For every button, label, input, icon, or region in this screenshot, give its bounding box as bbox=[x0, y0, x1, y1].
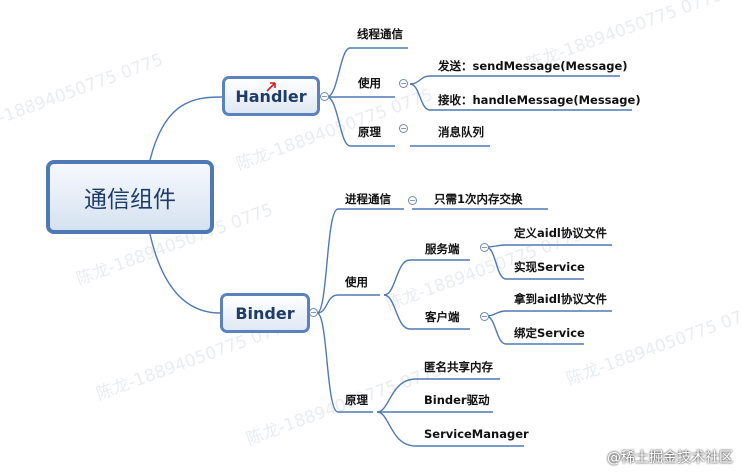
collapse-icon[interactable]: − bbox=[480, 243, 489, 252]
binder-client-label[interactable]: 客户端 bbox=[425, 310, 460, 324]
root-node[interactable]: 通信组件 bbox=[46, 160, 214, 234]
site-watermark: @稀土掘金技术社区 bbox=[607, 450, 733, 466]
binder-bind-service-label[interactable]: 绑定Service bbox=[514, 326, 585, 340]
binder-shm-label[interactable]: 匿名共享内存 bbox=[424, 360, 493, 374]
binder-define-aidl-label[interactable]: 定义aidl协议文件 bbox=[514, 226, 607, 240]
collapse-icon[interactable]: − bbox=[309, 308, 318, 317]
handler-use-label[interactable]: 使用 bbox=[358, 76, 381, 90]
binder-impl-service-label[interactable]: 实现Service bbox=[514, 260, 585, 274]
binder-sm-label[interactable]: ServiceManager bbox=[424, 427, 529, 441]
binder-get-aidl-label[interactable]: 拿到aidl协议文件 bbox=[514, 292, 607, 306]
binder-ipc-label[interactable]: 进程通信 bbox=[345, 192, 391, 206]
binder-server-label[interactable]: 服务端 bbox=[425, 242, 460, 256]
binder-use-label[interactable]: 使用 bbox=[345, 275, 368, 289]
handler-receive-label[interactable]: 接收：handleMessage(Message) bbox=[438, 93, 641, 107]
collapse-icon[interactable]: − bbox=[399, 79, 408, 88]
binder-once-label[interactable]: 只需1次内存交换 bbox=[434, 192, 523, 206]
handler-principle-label[interactable]: 原理 bbox=[358, 125, 381, 139]
collapse-icon[interactable]: − bbox=[480, 312, 489, 321]
handler-thread-label[interactable]: 线程通信 bbox=[357, 27, 403, 41]
cursor-icon bbox=[266, 82, 276, 92]
collapse-icon[interactable]: − bbox=[399, 124, 408, 133]
binder-node[interactable]: Binder bbox=[220, 293, 310, 333]
binder-driver-label[interactable]: Binder驱动 bbox=[424, 393, 490, 407]
collapse-icon[interactable]: − bbox=[408, 196, 417, 205]
collapse-icon[interactable]: − bbox=[320, 92, 329, 101]
handler-send-label[interactable]: 发送：sendMessage(Message) bbox=[438, 59, 628, 73]
handler-queue-label[interactable]: 消息队列 bbox=[438, 125, 484, 139]
binder-principle-label[interactable]: 原理 bbox=[345, 393, 368, 407]
